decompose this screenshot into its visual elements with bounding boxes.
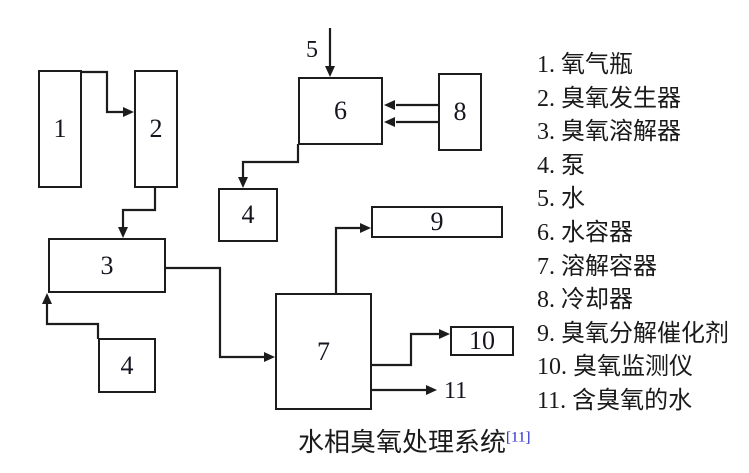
arrowhead-into-10	[439, 329, 450, 339]
connector-4-to-3	[45, 303, 100, 339]
legend-item-7: 7. 溶解容器	[537, 253, 657, 280]
legend-item-3: 3. 臭氧溶解器	[537, 119, 681, 146]
legend-item-6: 6. 水容器	[537, 219, 633, 246]
connector-6-to-4	[241, 144, 300, 178]
box-cooler: 8	[438, 73, 482, 151]
connector-7-to-9	[334, 226, 360, 293]
arrowhead-into-7	[264, 352, 275, 362]
legend-item-10: 10. 臭氧监测仪	[537, 354, 693, 381]
connector-3-to-7	[166, 266, 265, 359]
box-ozone-decomposition-catalyst: 9	[371, 206, 503, 238]
arrowhead-into-2	[123, 107, 134, 117]
caption-reference: [11]	[506, 429, 531, 446]
box-dissolving-container: 7	[275, 293, 372, 410]
legend-item-9: 9. 臭氧分解催化剂	[537, 320, 729, 347]
connector-1-to-2	[82, 70, 124, 114]
arrowhead-into-6-upper	[384, 100, 395, 110]
legend: 1. 氧气瓶 2. 臭氧发生器 3. 臭氧溶解器 4. 泵 5. 水 6. 水容…	[537, 49, 729, 419]
flow-label-water-inlet: 5	[306, 37, 318, 63]
connector-7-to-10	[372, 332, 439, 367]
arrowhead-into-4-mid	[238, 177, 248, 188]
arrowhead-into-9	[360, 223, 371, 233]
flow-label-ozonated-water-outlet: 11	[444, 378, 468, 404]
legend-item-1: 1. 氧气瓶	[537, 52, 633, 78]
figure-caption: 水相臭氧处理系统[11]	[298, 427, 530, 458]
arrowhead-into-6-top	[325, 66, 335, 77]
legend-item-5: 5. 水	[537, 186, 585, 213]
arrowhead-into-3-top	[118, 227, 128, 238]
box-oxygen-bottle: 1	[38, 70, 82, 188]
legend-item-8: 8. 冷却器	[537, 287, 633, 314]
box-ozone-dissolver: 3	[48, 238, 166, 293]
arrowhead-into-6-lower	[384, 117, 395, 127]
box-ozone-generator: 2	[134, 70, 178, 188]
box-pump-left: 4	[98, 338, 156, 393]
legend-item-11: 11. 含臭氧的水	[537, 387, 693, 414]
arrowhead-into-3-bottom	[42, 293, 52, 304]
box-ozone-monitor: 10	[450, 326, 514, 356]
box-pump-mid: 4	[218, 188, 278, 242]
arrowhead-to-11	[426, 385, 437, 395]
box-water-container: 6	[298, 77, 383, 145]
legend-item-2: 2. 臭氧发生器	[537, 85, 681, 112]
connector-2-to-3	[121, 188, 157, 228]
legend-item-4: 4. 泵	[537, 152, 585, 179]
caption-text: 水相臭氧处理系统	[298, 428, 507, 457]
